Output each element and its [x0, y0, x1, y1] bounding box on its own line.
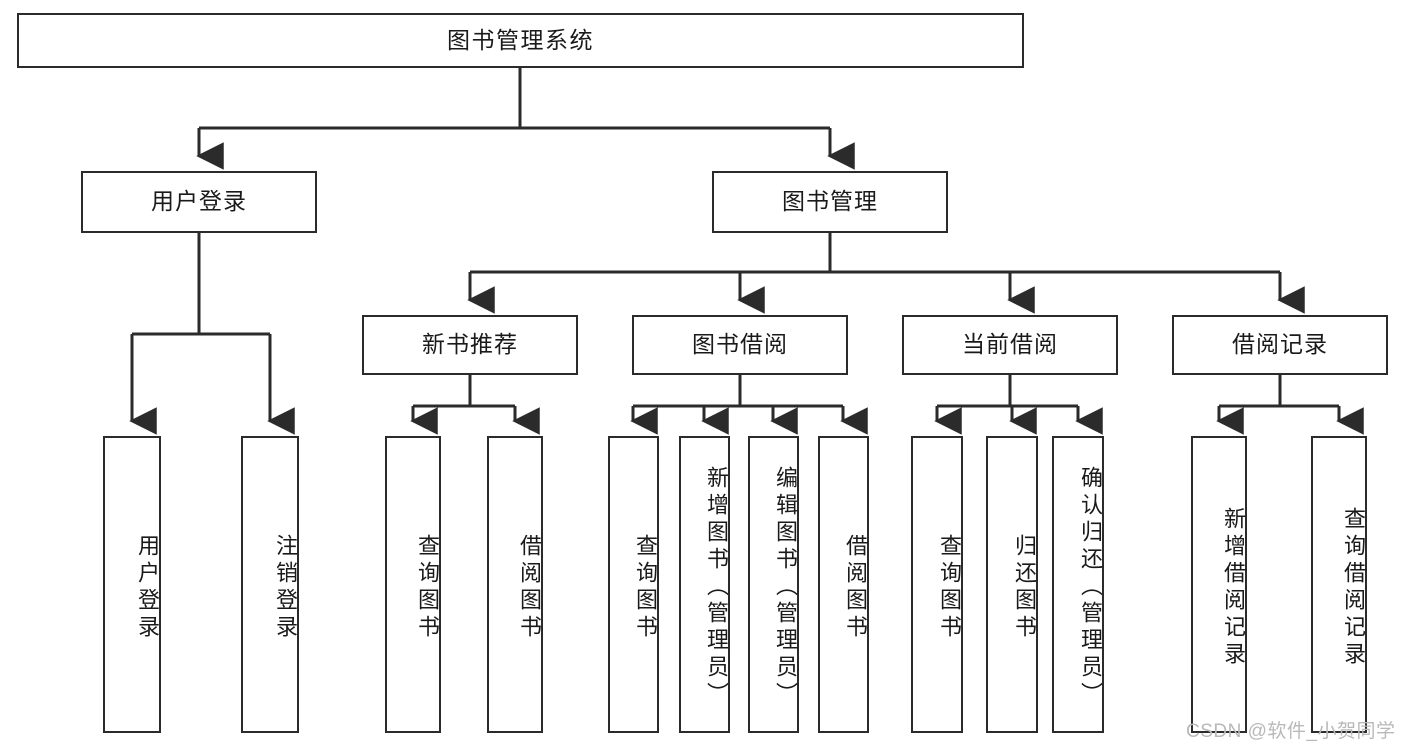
- node-leaf-edit-book[interactable]: 编辑图书（管理员）: [748, 436, 799, 733]
- node-leaf-query-book-1[interactable]: 查询图书: [385, 436, 441, 733]
- node-leaf-query-book-3[interactable]: 查询图书: [911, 436, 963, 733]
- node-leaf-user-login[interactable]: 用户登录: [103, 436, 161, 733]
- node-borrow-record[interactable]: 借阅记录: [1172, 315, 1388, 375]
- node-leaf-user-logout[interactable]: 注销登录: [241, 436, 299, 733]
- node-leaf-borrow-book-2[interactable]: 借阅图书: [818, 436, 869, 733]
- node-leaf-return-book[interactable]: 归还图书: [986, 436, 1038, 733]
- node-user-login[interactable]: 用户登录: [81, 171, 317, 233]
- node-leaf-query-book-2-label: 查询图书: [633, 533, 658, 642]
- node-leaf-query-book-2[interactable]: 查询图书: [608, 436, 659, 733]
- node-leaf-add-book[interactable]: 新增图书（管理员）: [679, 436, 730, 733]
- node-leaf-query-book-1-label: 查询图书: [415, 533, 440, 642]
- node-root[interactable]: 图书管理系统: [17, 13, 1024, 68]
- node-root-label: 图书管理系统: [447, 26, 594, 53]
- node-current-borrow[interactable]: 当前借阅: [902, 315, 1118, 375]
- node-leaf-user-logout-label: 注销登录: [273, 533, 298, 642]
- node-book-borrow-label: 图书借阅: [692, 331, 788, 358]
- node-leaf-edit-book-label: 编辑图书（管理员）: [773, 466, 798, 709]
- node-leaf-query-book-3-label: 查询图书: [937, 533, 962, 642]
- node-book-manage-label: 图书管理: [782, 188, 878, 215]
- node-leaf-query-record[interactable]: 查询借阅记录: [1311, 436, 1367, 733]
- node-user-login-label: 用户登录: [151, 188, 247, 215]
- node-leaf-confirm-return-label: 确认归还（管理员）: [1078, 466, 1103, 709]
- node-leaf-confirm-return[interactable]: 确认归还（管理员）: [1052, 436, 1104, 733]
- node-leaf-borrow-book-2-label: 借阅图书: [843, 533, 868, 642]
- node-leaf-borrow-book-1[interactable]: 借阅图书: [487, 436, 543, 733]
- node-leaf-query-record-label: 查询借阅记录: [1341, 506, 1366, 669]
- node-leaf-return-book-label: 归还图书: [1012, 533, 1037, 642]
- node-new-book-rec[interactable]: 新书推荐: [362, 315, 578, 375]
- node-book-borrow[interactable]: 图书借阅: [632, 315, 848, 375]
- node-book-manage[interactable]: 图书管理: [712, 171, 948, 233]
- node-new-book-rec-label: 新书推荐: [422, 331, 518, 358]
- node-current-borrow-label: 当前借阅: [962, 331, 1058, 358]
- csdn-watermark: CSDN @软件_小贺同学: [1186, 721, 1396, 742]
- node-leaf-add-book-label: 新增图书（管理员）: [704, 466, 729, 709]
- node-leaf-borrow-book-1-label: 借阅图书: [517, 533, 542, 642]
- node-leaf-add-record-label: 新增借阅记录: [1221, 506, 1246, 669]
- node-borrow-record-label: 借阅记录: [1232, 331, 1328, 358]
- node-leaf-user-login-label: 用户登录: [135, 533, 160, 642]
- node-leaf-add-record[interactable]: 新增借阅记录: [1191, 436, 1247, 733]
